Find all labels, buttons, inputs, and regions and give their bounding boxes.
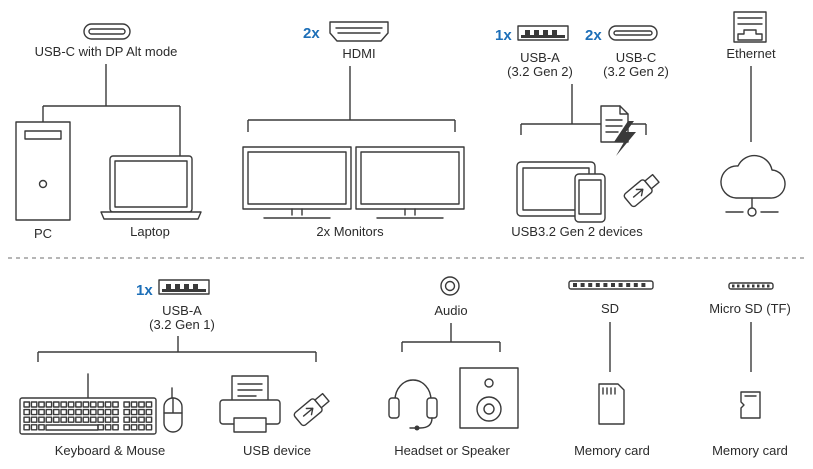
printer-icon	[219, 375, 281, 433]
hdmi-port-icon	[329, 21, 389, 42]
usbc-gen2-label-2: (3.2 Gen 2)	[603, 64, 669, 79]
usba-gen1-label-2: (3.2 Gen 1)	[149, 317, 215, 332]
usba-gen1-count: 1x	[136, 282, 153, 299]
hdmi-port-label: HDMI	[342, 46, 375, 61]
audio-port-label: Audio	[434, 303, 467, 318]
mouse-icon	[163, 387, 183, 433]
usb32-devices-label: USB3.2 Gen 2 devices	[511, 224, 643, 239]
sd-group: SD Memory card	[568, 280, 654, 458]
usba-gen1-group: 1x USB-A (3.2 Gen 1) Keyboard & Mouse	[19, 279, 330, 458]
usb-c-port-icon-2	[608, 25, 658, 41]
microsd-slot-icon	[728, 282, 774, 290]
usbc-gen2-count: 2x	[585, 27, 602, 44]
usb-flash-drive-icon	[623, 173, 660, 208]
sd-card-label: Memory card	[574, 443, 650, 458]
usb-flash-drive-icon-2	[293, 392, 330, 427]
hdmi-group: 2x HDMI 2x Monitors	[242, 21, 465, 239]
file-transfer-icon	[600, 105, 636, 156]
usba-gen2-count: 1x	[495, 27, 512, 44]
usb-a-port-icon-2	[158, 279, 210, 295]
usbc-gen2-label-1: USB-C	[616, 50, 656, 65]
laptop-label: Laptop	[130, 224, 170, 239]
monitor-icon-2	[355, 146, 465, 219]
usbc-dp-group: USB-C with DP Alt mode PC Laptop	[15, 23, 202, 241]
monitor-icon	[242, 146, 352, 219]
laptop-icon	[100, 155, 202, 220]
hdmi-count: 2x	[303, 25, 320, 42]
usb-device-label: USB device	[243, 443, 311, 458]
microsd-card-icon	[740, 391, 761, 419]
pc-tower-icon	[15, 121, 71, 221]
usb-c-port-icon	[83, 23, 131, 40]
keyboard-mouse-label: Keyboard & Mouse	[55, 443, 166, 458]
usb32-gen2-group: 1x USB-A (3.2 Gen 2) 2x USB-C (3.2 Gen 2…	[495, 25, 669, 239]
monitors-label: 2x Monitors	[316, 224, 384, 239]
microsd-port-label: Micro SD (TF)	[709, 301, 791, 316]
sd-port-label: SD	[601, 301, 619, 316]
usba-gen2-label-1: USB-A	[520, 50, 560, 65]
speaker-icon	[459, 367, 519, 429]
usb-a-port-icon	[517, 25, 569, 41]
smartphone-icon	[574, 173, 606, 223]
microsd-group: Micro SD (TF) Memory card	[709, 282, 791, 458]
pc-label: PC	[34, 226, 52, 241]
ethernet-port-label: Ethernet	[726, 46, 776, 61]
headset-icon	[388, 379, 438, 431]
audio-jack-icon	[440, 276, 460, 296]
usba-gen1-label-1: USB-A	[162, 303, 202, 318]
usba-gen2-label-2: (3.2 Gen 2)	[507, 64, 573, 79]
usbc-dp-port-label: USB-C with DP Alt mode	[35, 44, 178, 59]
ethernet-group: Ethernet	[720, 11, 786, 217]
cloud-network-icon	[720, 154, 786, 217]
microsd-card-label: Memory card	[712, 443, 788, 458]
sd-slot-icon	[568, 280, 654, 290]
audio-group: Audio Headset or Speaker	[388, 276, 519, 458]
sd-card-icon	[598, 383, 625, 425]
audio-device-label: Headset or Speaker	[394, 443, 510, 458]
keyboard-icon	[19, 373, 157, 435]
ethernet-port-icon	[733, 11, 767, 43]
